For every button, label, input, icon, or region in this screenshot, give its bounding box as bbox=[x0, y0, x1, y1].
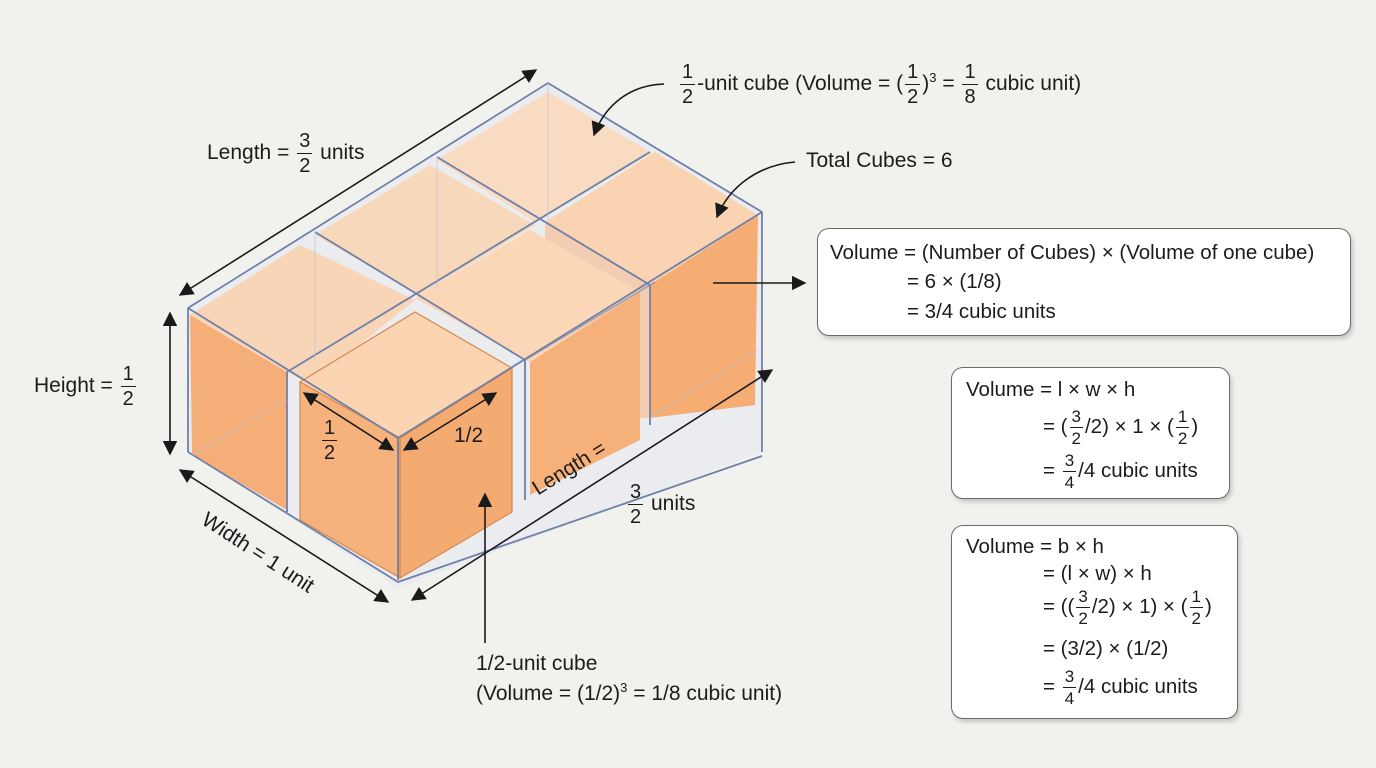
frac-num: 3 bbox=[1062, 667, 1077, 688]
frac-den: 2 bbox=[1177, 429, 1188, 448]
frac-num: 1 bbox=[905, 61, 921, 85]
frac-den: 2 bbox=[630, 506, 642, 528]
callout-line2-exponent: 3 bbox=[620, 680, 628, 695]
width-arrow bbox=[178, 469, 390, 603]
cube-edge-right-arrow bbox=[402, 392, 498, 451]
frac-num: 3 bbox=[1062, 451, 1077, 472]
frac-num: 1 bbox=[120, 363, 136, 387]
formula-line: = 3/4 cubic units bbox=[907, 300, 1056, 323]
cube-left-faces bbox=[190, 315, 287, 510]
callout-exponent: 3 bbox=[929, 70, 937, 86]
frac-den: 2 bbox=[682, 86, 694, 108]
length-top-suffix: units bbox=[320, 141, 365, 165]
formula-line: = (l × w) × h bbox=[1043, 562, 1152, 585]
formula-part: ) bbox=[1191, 414, 1199, 438]
frac-den: 2 bbox=[907, 86, 919, 108]
frac-den: 2 bbox=[1078, 609, 1088, 628]
frac-den: 2 bbox=[122, 388, 134, 410]
frac-num: 1 bbox=[1189, 587, 1203, 608]
top-cube-callout-arrow bbox=[591, 83, 665, 137]
frac-num: 1 bbox=[962, 61, 978, 85]
cube-edge-right-label: 1/2 bbox=[454, 424, 484, 447]
frac-den: 4 bbox=[1064, 689, 1075, 708]
formula-part: = (( bbox=[1043, 594, 1075, 618]
length-bottom-suffix: units bbox=[650, 492, 696, 516]
formula-line: = 6 × (1/8) bbox=[907, 270, 1002, 293]
callout-line2-prefix: (Volume = (1/2) bbox=[476, 682, 621, 705]
formula-line: = (3/2) × (1/2) bbox=[1043, 637, 1169, 660]
total-cubes-label: Total Cubes = 6 bbox=[806, 149, 953, 172]
frac-num: 3 bbox=[1076, 587, 1090, 608]
frac-num: 1 bbox=[680, 61, 696, 85]
callout-equals: = bbox=[942, 72, 955, 96]
length-bottom-arrow bbox=[410, 369, 774, 601]
formula-part: = bbox=[1043, 674, 1055, 698]
frac-num: 3 bbox=[297, 130, 313, 154]
formula-part: ) bbox=[1204, 594, 1212, 618]
frac-den: 8 bbox=[964, 86, 976, 108]
formula-line: Volume = (Number of Cubes) × (Volume of … bbox=[830, 241, 1315, 264]
height-prefix: Height = bbox=[34, 374, 113, 398]
frac-den: 2 bbox=[1191, 609, 1201, 628]
frac-den: 2 bbox=[1071, 429, 1081, 448]
frac-den: 4 bbox=[1064, 473, 1075, 492]
frac-den: 2 bbox=[299, 155, 311, 177]
callout-line2-suffix: = 1/8 cubic unit) bbox=[627, 682, 783, 705]
formula-box-count-method: Volume = (Number of Cubes) × (Volume of … bbox=[817, 228, 1351, 336]
formula-part: /4 cubic units bbox=[1078, 674, 1198, 698]
formula-part: /4 cubic units bbox=[1078, 458, 1198, 482]
callout-suffix: cubic unit) bbox=[985, 72, 1082, 96]
frac-num: 1 bbox=[322, 417, 338, 441]
frac-num: 3 bbox=[1069, 407, 1083, 428]
formula-part: = ( bbox=[1043, 414, 1068, 438]
bottom-cube-callout-line1: 1/2-unit cube bbox=[476, 652, 598, 675]
formula-part: = bbox=[1043, 458, 1055, 482]
formula-part: /2) × 1) × ( bbox=[1091, 594, 1188, 618]
callout-middle-text: -unit cube (Volume = ( bbox=[697, 72, 904, 96]
frac-num: 1 bbox=[1175, 407, 1190, 428]
length-top-prefix: Length = bbox=[207, 141, 290, 165]
formula-part: /2) × 1 × ( bbox=[1084, 414, 1174, 438]
bottom-cube-callout-line2: (Volume = (1/2)3 = 1/8 cubic unit) bbox=[476, 680, 783, 705]
formula-line: Volume = b × h bbox=[966, 535, 1104, 558]
total-cubes-callout-arrow bbox=[715, 161, 796, 219]
callout-close-paren: ) bbox=[922, 72, 930, 96]
formula-line: Volume = l × w × h bbox=[966, 378, 1136, 401]
frac-den: 2 bbox=[324, 442, 336, 464]
length-top-arrow bbox=[178, 69, 538, 296]
cube-edge-left-arrow bbox=[302, 392, 395, 451]
frac-num: 3 bbox=[628, 481, 644, 505]
